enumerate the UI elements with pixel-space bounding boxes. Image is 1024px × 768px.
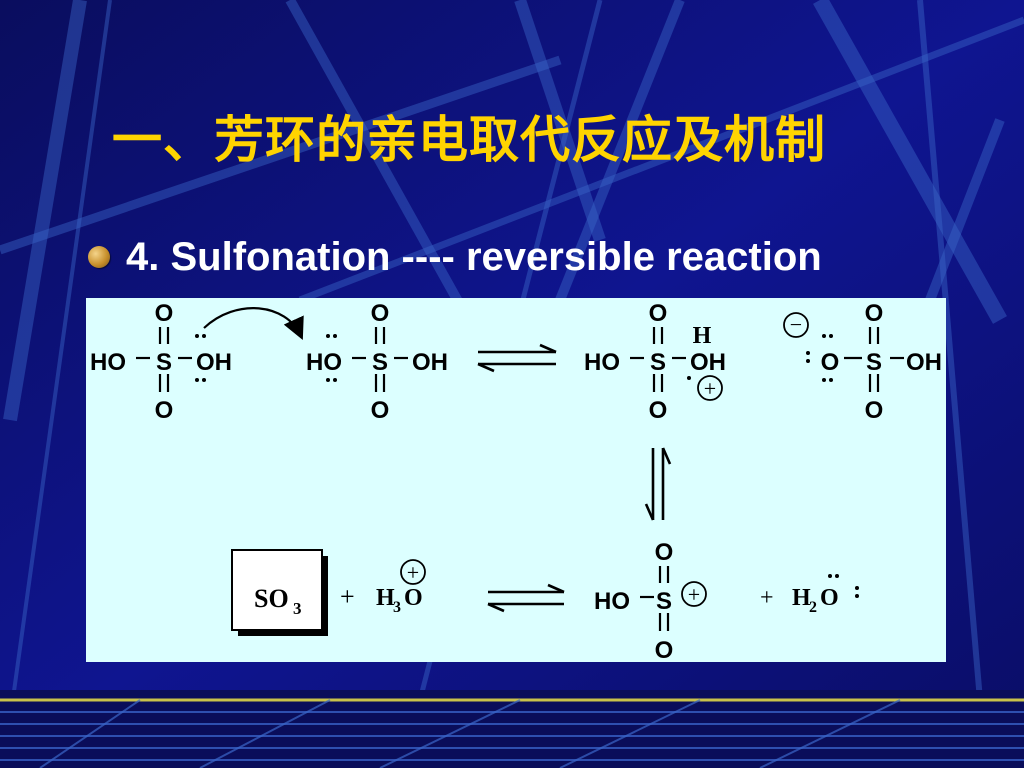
atom-o: O xyxy=(155,300,174,327)
group-ho: HO xyxy=(584,349,620,376)
minus-sign: − xyxy=(790,312,802,337)
atom-o: O xyxy=(865,397,884,424)
lone-pairs xyxy=(195,334,206,382)
atom-s: S xyxy=(866,349,882,376)
bullet-text: 4. Sulfonation ---- reversible reaction xyxy=(126,234,822,279)
group-oh: OH xyxy=(412,349,448,376)
atom-o: O xyxy=(820,585,839,611)
plus-charge-icon xyxy=(400,559,426,585)
sulfur-trioxide-box: SO 3 xyxy=(231,549,328,636)
protonated-sulfuric-acid: O O S HO OH H + xyxy=(584,300,726,424)
atom-o: O xyxy=(655,539,674,566)
equilibrium-arrow xyxy=(477,343,557,373)
slide-title: 一、芳环的亲电取代反应及机制 xyxy=(112,110,826,169)
bonds xyxy=(630,327,686,392)
bonds xyxy=(136,327,192,392)
group-oh: OH xyxy=(906,349,942,376)
so3-subscript: 3 xyxy=(293,599,302,618)
equilibrium-arrow xyxy=(487,583,565,613)
group-ho: HO xyxy=(90,349,126,376)
sulfuric-acid-molecule-1: O O S HO OH xyxy=(90,300,232,424)
lone-pairs xyxy=(806,334,833,382)
atom-o: O xyxy=(649,397,668,424)
plus-sign: + xyxy=(704,376,716,401)
plus-sign: + xyxy=(340,582,355,611)
plus-sign: + xyxy=(760,585,774,611)
atom-s: S xyxy=(156,349,172,376)
group-ho: HO xyxy=(306,349,342,376)
atom-h: H xyxy=(376,585,395,611)
vertical-equilibrium-arrow xyxy=(644,447,672,521)
h2o-subscript: 2 xyxy=(809,599,817,616)
atom-h: H xyxy=(792,585,811,611)
group-oh: OH xyxy=(690,349,726,376)
water-molecule: H 2 O xyxy=(792,574,859,616)
atom-o: O xyxy=(371,300,390,327)
bullet-icon xyxy=(88,246,110,268)
atom-o: O xyxy=(155,397,174,424)
sulfonation-mechanism-diagram: O O S HO OH O O S HO OH xyxy=(90,300,942,662)
sulfuric-acid-molecule-2: O O S HO OH xyxy=(306,300,448,424)
bullet-row: 4. Sulfonation ---- reversible reaction xyxy=(88,232,822,282)
atom-o: O xyxy=(865,300,884,327)
bonds xyxy=(640,566,670,631)
bonds xyxy=(844,327,904,392)
atom-s: S xyxy=(650,349,666,376)
so3-label: SO xyxy=(254,584,289,613)
atom-o: O xyxy=(649,300,668,327)
curved-arrow xyxy=(203,307,304,341)
plus-charge-icon xyxy=(697,375,723,401)
atom-o: O xyxy=(371,397,390,424)
lone-pairs xyxy=(326,334,337,382)
reaction-panel: O O S HO OH O O S HO OH xyxy=(86,298,946,662)
bonds xyxy=(352,327,408,392)
bisulfate-anion: − O O S O OH xyxy=(783,300,942,424)
atom-o: O xyxy=(821,349,840,376)
plus-charge-icon xyxy=(681,581,707,607)
atom-s: S xyxy=(372,349,388,376)
lone-pairs xyxy=(828,574,859,598)
group-oh: OH xyxy=(196,349,232,376)
atom-o: O xyxy=(404,585,423,611)
atom-o: O xyxy=(655,637,674,662)
plus-sign: + xyxy=(407,560,419,585)
plus-sign: + xyxy=(688,582,700,607)
h3o-subscript: 3 xyxy=(393,599,401,616)
hydronium-ion: + H 3 O xyxy=(376,559,426,616)
group-ho: HO xyxy=(594,588,630,615)
minus-charge-icon xyxy=(783,312,809,338)
lone-pair xyxy=(687,376,691,380)
sulfonyl-cation: O O S HO + xyxy=(594,539,707,662)
atom-s: S xyxy=(656,588,672,615)
atom-h: H xyxy=(693,323,712,349)
